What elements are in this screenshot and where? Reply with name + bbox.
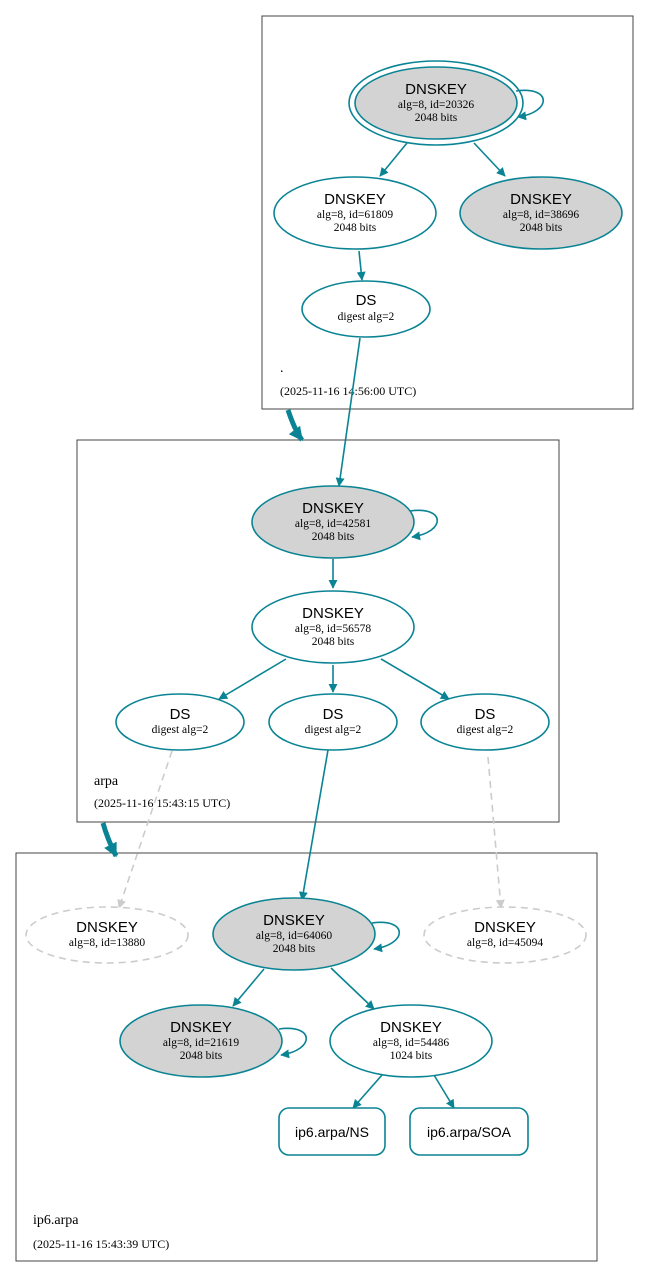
rr-node-ns: ip6.arpa/NS — [278, 1107, 386, 1156]
ds-arpa-mid-title: DS — [323, 706, 344, 723]
ds-node-arpa-left: DS digest alg=2 — [115, 693, 245, 751]
dnskey-node-61809: DNSKEY alg=8, id=61809 2048 bits — [273, 176, 437, 250]
self-loop-42581 — [409, 509, 439, 541]
dnskey-38696-id: alg=8, id=38696 — [503, 209, 579, 221]
dnskey-64060-title: DNSKEY — [263, 912, 325, 929]
zone-ip6-arpa-name: ip6.arpa — [33, 1213, 79, 1228]
dnskey-node-13880: DNSKEY alg=8, id=13880 — [25, 906, 189, 964]
delegation-arpa-to-ip6-arrow — [100, 822, 119, 858]
dnskey-node-54486: DNSKEY alg=8, id=54486 1024 bits — [329, 1004, 493, 1078]
ds-node-arpa-mid: DS digest alg=2 — [268, 693, 398, 751]
rr-soa-label: ip6.arpa/SOA — [427, 1124, 512, 1140]
zone-ip6-arpa-box — [15, 852, 598, 1262]
dnskey-21619-id: alg=8, id=21619 — [163, 1037, 239, 1049]
self-loop-21619 — [278, 1027, 308, 1059]
dnskey-21619-title: DNSKEY — [170, 1019, 232, 1036]
edge-56578-to-ds-right — [380, 658, 450, 700]
edge-20326-to-61809 — [379, 142, 408, 177]
dnskey-38696-title: DNSKEY — [510, 191, 572, 208]
edge-64060-to-21619 — [232, 968, 265, 1007]
dnskey-42581-bits: 2048 bits — [312, 531, 355, 543]
zone-arpa-timestamp: (2025-11-16 15:43:15 UTC) — [94, 796, 230, 810]
dnskey-node-38696: DNSKEY alg=8, id=38696 2048 bits — [459, 176, 623, 250]
dnskey-node-20326: DNSKEY alg=8, id=20326 2048 bits — [348, 60, 524, 146]
dnskey-56578-title: DNSKEY — [302, 605, 364, 622]
dnskey-20326-title: DNSKEY — [405, 81, 467, 98]
rr-node-soa: ip6.arpa/SOA — [409, 1107, 529, 1156]
ds-node-arpa-right: DS digest alg=2 — [420, 693, 550, 751]
edge-ds-mid-to-64060 — [298, 749, 329, 901]
self-loop-64060 — [371, 921, 401, 953]
dnskey-node-21619: DNSKEY alg=8, id=21619 2048 bits — [119, 1004, 283, 1078]
edge-20326-to-38696 — [473, 142, 506, 177]
dnskey-56578-id: alg=8, id=56578 — [295, 623, 371, 635]
edge-root-ds-to-42581 — [335, 337, 361, 487]
edge-54486-to-soa — [433, 1074, 455, 1109]
delegation-root-to-arpa-arrow — [285, 409, 305, 442]
dnskey-45094-title: DNSKEY — [474, 919, 536, 936]
zone-arpa-name: arpa — [94, 774, 119, 789]
dnskey-node-42581: DNSKEY alg=8, id=42581 2048 bits — [251, 485, 415, 559]
zone-root: . (2025-11-16 14:56:00 UTC) — [261, 15, 634, 410]
dnskey-node-64060: DNSKEY alg=8, id=64060 2048 bits — [212, 897, 376, 971]
zone-root-timestamp: (2025-11-16 14:56:00 UTC) — [280, 384, 416, 398]
dnskey-61809-id: alg=8, id=61809 — [317, 209, 393, 221]
dnskey-61809-title: DNSKEY — [324, 191, 386, 208]
self-loop-20326 — [515, 89, 545, 121]
dnskey-node-45094: DNSKEY alg=8, id=45094 — [423, 906, 587, 964]
edge-61809-to-ds — [356, 250, 366, 281]
zone-ip6-arpa: ip6.arpa (2025-11-16 15:43:39 UTC) — [15, 852, 598, 1262]
dnskey-64060-id: alg=8, id=64060 — [256, 930, 332, 942]
ds-root-title: DS — [356, 292, 377, 309]
zone-ip6-arpa-timestamp: (2025-11-16 15:43:39 UTC) — [33, 1237, 169, 1251]
edge-ds-right-to-45094 — [487, 756, 505, 909]
ds-arpa-right-title: DS — [475, 706, 496, 723]
ds-node-root: DS digest alg=2 — [301, 280, 431, 338]
ds-arpa-right-digest: digest alg=2 — [457, 724, 514, 736]
edge-64060-to-54486 — [330, 967, 375, 1010]
dnskey-56578-bits: 2048 bits — [312, 636, 355, 648]
zone-arpa-box — [76, 439, 560, 823]
dnskey-42581-id: alg=8, id=42581 — [295, 518, 371, 530]
ds-arpa-left-digest: digest alg=2 — [152, 724, 209, 736]
dnskey-13880-title: DNSKEY — [76, 919, 138, 936]
dnskey-38696-bits: 2048 bits — [520, 222, 563, 234]
zone-root-name: . — [280, 361, 284, 376]
dnskey-54486-title: DNSKEY — [380, 1019, 442, 1036]
ds-arpa-mid-digest: digest alg=2 — [305, 724, 362, 736]
dnskey-21619-bits: 2048 bits — [180, 1050, 223, 1062]
dnskey-45094-id: alg=8, id=45094 — [467, 937, 543, 949]
zone-root-box — [261, 15, 634, 410]
zone-arpa: arpa (2025-11-16 15:43:15 UTC) — [76, 439, 560, 823]
dnskey-20326-id: alg=8, id=20326 — [398, 99, 474, 111]
dnskey-20326-bits: 2048 bits — [415, 112, 458, 124]
dnskey-node-56578: DNSKEY alg=8, id=56578 2048 bits — [251, 590, 415, 664]
dnskey-54486-id: alg=8, id=54486 — [373, 1037, 449, 1049]
edge-54486-to-ns — [352, 1074, 383, 1109]
dnskey-64060-bits: 2048 bits — [273, 943, 316, 955]
ds-root-digest: digest alg=2 — [338, 311, 395, 323]
dnskey-42581-title: DNSKEY — [302, 500, 364, 517]
dnskey-13880-id: alg=8, id=13880 — [69, 937, 145, 949]
edge-56578-to-ds-left — [218, 658, 287, 700]
dnskey-54486-bits: 1024 bits — [390, 1050, 433, 1062]
dnskey-61809-bits: 2048 bits — [334, 222, 377, 234]
edge-ds-left-to-13880 — [117, 750, 173, 909]
rr-ns-label: ip6.arpa/NS — [295, 1124, 369, 1140]
ds-arpa-left-title: DS — [170, 706, 191, 723]
